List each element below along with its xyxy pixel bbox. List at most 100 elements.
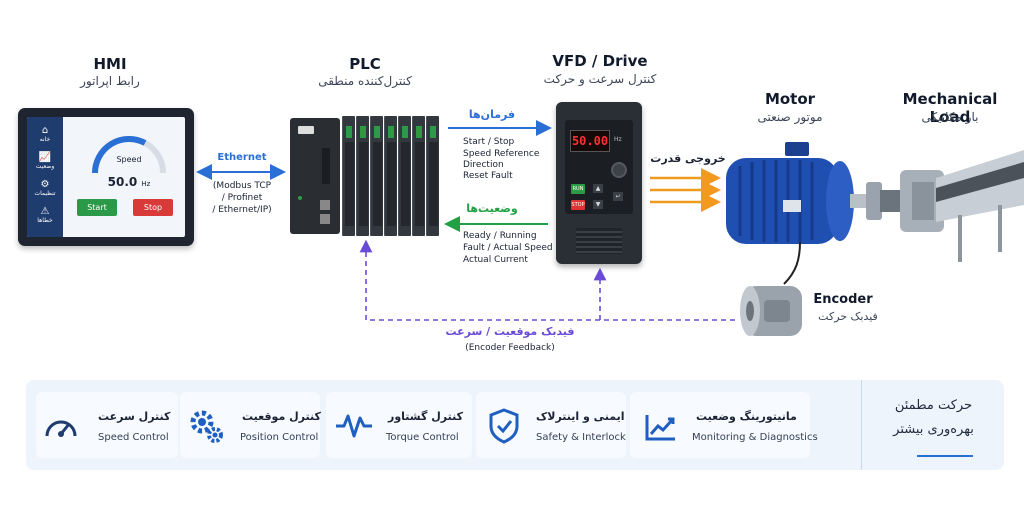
enter-key-icon[interactable]: ↵ — [613, 192, 623, 201]
up-arrow-icon[interactable]: ▲ — [593, 184, 603, 193]
vfd-knob[interactable] — [611, 162, 627, 178]
feature-torque-control: کنترل گشتاور Torque Control — [326, 392, 472, 458]
hmi-nav-label: خطاها — [37, 217, 53, 224]
encoder-subtitle: فیدبک حرکت — [818, 310, 878, 323]
vfd-display: 50.00 — [570, 130, 610, 152]
hmi-nav-home[interactable]: ⌂ خانه — [27, 121, 63, 148]
hmi-subtitle: رابط اپراتور — [80, 74, 140, 88]
hmi-screen: ⌂ خانه 📈 وضعیت ⚙ تنظیمات ⚠ خطاها Speed 5… — [27, 117, 185, 237]
plc-cpu-module — [290, 118, 340, 234]
chart-icon: 📈 — [38, 152, 52, 163]
commands-title: فرمان‌ها — [468, 108, 516, 121]
plc-rack — [290, 116, 440, 236]
encoder-image — [740, 286, 802, 336]
plc-title: PLC — [349, 55, 381, 73]
feature-title-en: Safety & Interlock — [536, 432, 626, 443]
vfd-vent — [576, 228, 622, 254]
command-item: Direction — [463, 160, 504, 170]
vfd-title: VFD / Drive — [552, 52, 648, 70]
ethernet-label: Ethernet — [217, 152, 267, 163]
speed-unit: Hz — [141, 180, 151, 188]
side-note-line2: بهره‌وری بیشتر — [893, 422, 974, 437]
torque-wave-icon — [336, 414, 372, 438]
hmi-panel: ⌂ خانه 📈 وضعیت ⚙ تنظیمات ⚠ خطاها Speed 5… — [18, 108, 194, 246]
feature-position-control: کنترل موقعیت Position Control — [180, 392, 321, 458]
speed-label: Speed — [116, 155, 142, 164]
feature-title-fa: کنترل سرعت — [98, 410, 171, 423]
hmi-nav-faults[interactable]: ⚠ خطاها — [27, 202, 63, 229]
speedometer-icon — [45, 420, 77, 437]
side-note-line1: حرکت مطمئن — [894, 398, 973, 413]
stop-button[interactable]: Stop — [133, 199, 173, 216]
feature-title-fa: کنترل موقعیت — [242, 410, 321, 423]
hmi-nav-label: خانه — [39, 136, 51, 143]
protocol-line: (Modbus TCP — [212, 181, 272, 191]
feature-title-en: Position Control — [240, 432, 319, 443]
plc-subtitle: کنترل‌کننده منطقی — [318, 74, 412, 88]
command-item: Speed Reference — [463, 149, 540, 159]
home-icon: ⌂ — [41, 125, 49, 136]
status-title: وضعیت‌ها — [466, 202, 518, 215]
status-item: Fault / Actual Speed — [463, 243, 553, 253]
command-item: Start / Stop — [463, 137, 515, 147]
diagram-connectors — [196, 120, 1024, 336]
feedback-path-plc — [359, 239, 735, 321]
vfd-keypad: 50.00 Hz RUN STOP ▲ ▼ ↵ — [565, 120, 633, 214]
protocol-line: / Profinet — [221, 193, 263, 203]
feedback-title: فیدبک موقعیت / سرعت — [445, 325, 575, 338]
trend-chart-icon — [645, 415, 675, 441]
shield-icon — [489, 408, 519, 444]
hmi-sidebar: ⌂ خانه 📈 وضعیت ⚙ تنظیمات ⚠ خطاها — [27, 117, 63, 237]
side-note: حرکت مطمئن بهره‌وری بیشتر — [861, 380, 1004, 470]
plc-io-module — [412, 116, 425, 236]
down-arrow-icon[interactable]: ▼ — [593, 200, 603, 209]
encoder-cable — [783, 241, 801, 285]
vfd-subtitle: کنترل سرعت و حرکت — [543, 72, 657, 86]
plc-io-module — [398, 116, 411, 236]
hmi-nav-settings[interactable]: ⚙ تنظیمات — [27, 175, 63, 202]
status-item: Ready / Running — [463, 231, 537, 241]
power-output-label: خروجی قدرت — [650, 152, 726, 165]
feature-title-en: Torque Control — [386, 432, 459, 443]
mechanical-load-image — [900, 150, 1024, 262]
feature-safety-interlock: ایمنی و اینترلاک Safety & Interlock — [476, 392, 626, 458]
feature-title-en: Monitoring & Diagnostics — [692, 432, 818, 443]
hmi-nav-label: تنظیمات — [34, 190, 56, 197]
plc-io-module — [342, 116, 355, 236]
load-subtitle: بار مکانیکی — [921, 110, 979, 124]
gears-icon — [190, 410, 223, 443]
feature-speed-control: کنترل سرعت Speed Control — [36, 392, 178, 458]
command-item: Reset Fault — [463, 171, 513, 181]
side-note-underline — [917, 455, 973, 457]
plc-io-module — [384, 116, 397, 236]
speed-value: 50.0 Hz — [87, 175, 171, 189]
feature-title-fa: مانیتورینگ وضعیت — [696, 410, 797, 423]
load-title: Mechanical Load — [902, 90, 998, 126]
status-item: Actual Current — [463, 255, 528, 265]
vfd-hz-label: Hz — [614, 136, 622, 143]
vfd-drive: 50.00 Hz RUN STOP ▲ ▼ ↵ — [556, 102, 642, 264]
plc-io-module — [370, 116, 383, 236]
plc-io-module — [426, 116, 439, 236]
speed-number: 50.0 — [107, 175, 138, 189]
feature-title-fa: کنترل گشتاور — [388, 410, 463, 423]
warning-icon: ⚠ — [40, 206, 50, 217]
protocol-line: / Ethernet/IP) — [212, 205, 272, 215]
hmi-title: HMI — [93, 55, 127, 73]
feature-monitoring-diagnostics: مانیتورینگ وضعیت Monitoring & Diagnostic… — [630, 392, 818, 458]
feature-title-fa: ایمنی و اینترلاک — [536, 410, 625, 423]
plc-io-module — [356, 116, 369, 236]
hmi-nav-status[interactable]: 📈 وضعیت — [27, 148, 63, 175]
motor-image — [726, 142, 900, 244]
motor-subtitle: موتور صنعتی — [757, 110, 823, 124]
motor-title: Motor — [764, 90, 816, 108]
features-panel: کنترل سرعت Speed Control کنترل موقعیت Po… — [26, 380, 1004, 470]
feedback-subtitle: (Encoder Feedback) — [465, 343, 555, 353]
encoder-title: Encoder — [813, 292, 873, 307]
speed-gauge — [92, 136, 166, 174]
gear-icon: ⚙ — [40, 179, 50, 190]
hmi-nav-label: وضعیت — [35, 163, 55, 170]
start-button[interactable]: Start — [77, 199, 117, 216]
vfd-run-key[interactable]: RUN — [571, 184, 585, 194]
vfd-stop-key[interactable]: STOP — [571, 200, 585, 210]
